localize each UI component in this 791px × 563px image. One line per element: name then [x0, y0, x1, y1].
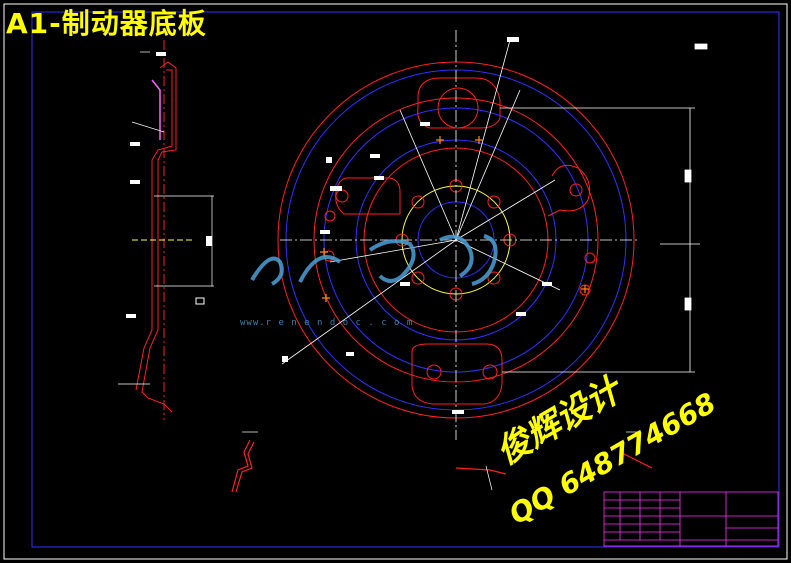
watermark-logo-icon — [250, 234, 498, 286]
crosshair-marks — [320, 136, 589, 302]
right-notch — [547, 164, 591, 217]
top-slot — [417, 77, 501, 129]
site-watermark: www.r e n e n d o c . c o m — [240, 318, 414, 328]
bottom-hole-right — [482, 364, 498, 380]
detail-views — [231, 431, 653, 493]
drawing-title: A1-制动器底板 — [6, 7, 207, 40]
outer-frame — [3, 3, 788, 560]
right-small-hole-2 — [584, 252, 596, 264]
dimension-tags — [282, 37, 552, 414]
left-lug — [335, 177, 401, 215]
title-block — [603, 491, 779, 547]
top-hole — [437, 87, 479, 129]
bottom-hole-left — [426, 364, 442, 380]
left-small-hole — [324, 210, 336, 222]
bottom-slot — [411, 343, 503, 405]
front-view — [277, 30, 708, 440]
section-view — [118, 40, 214, 420]
right-notch-hole — [569, 183, 583, 197]
dimensions-right — [500, 43, 708, 373]
inner-frame — [31, 11, 780, 548]
left-lug-hole — [335, 189, 349, 203]
